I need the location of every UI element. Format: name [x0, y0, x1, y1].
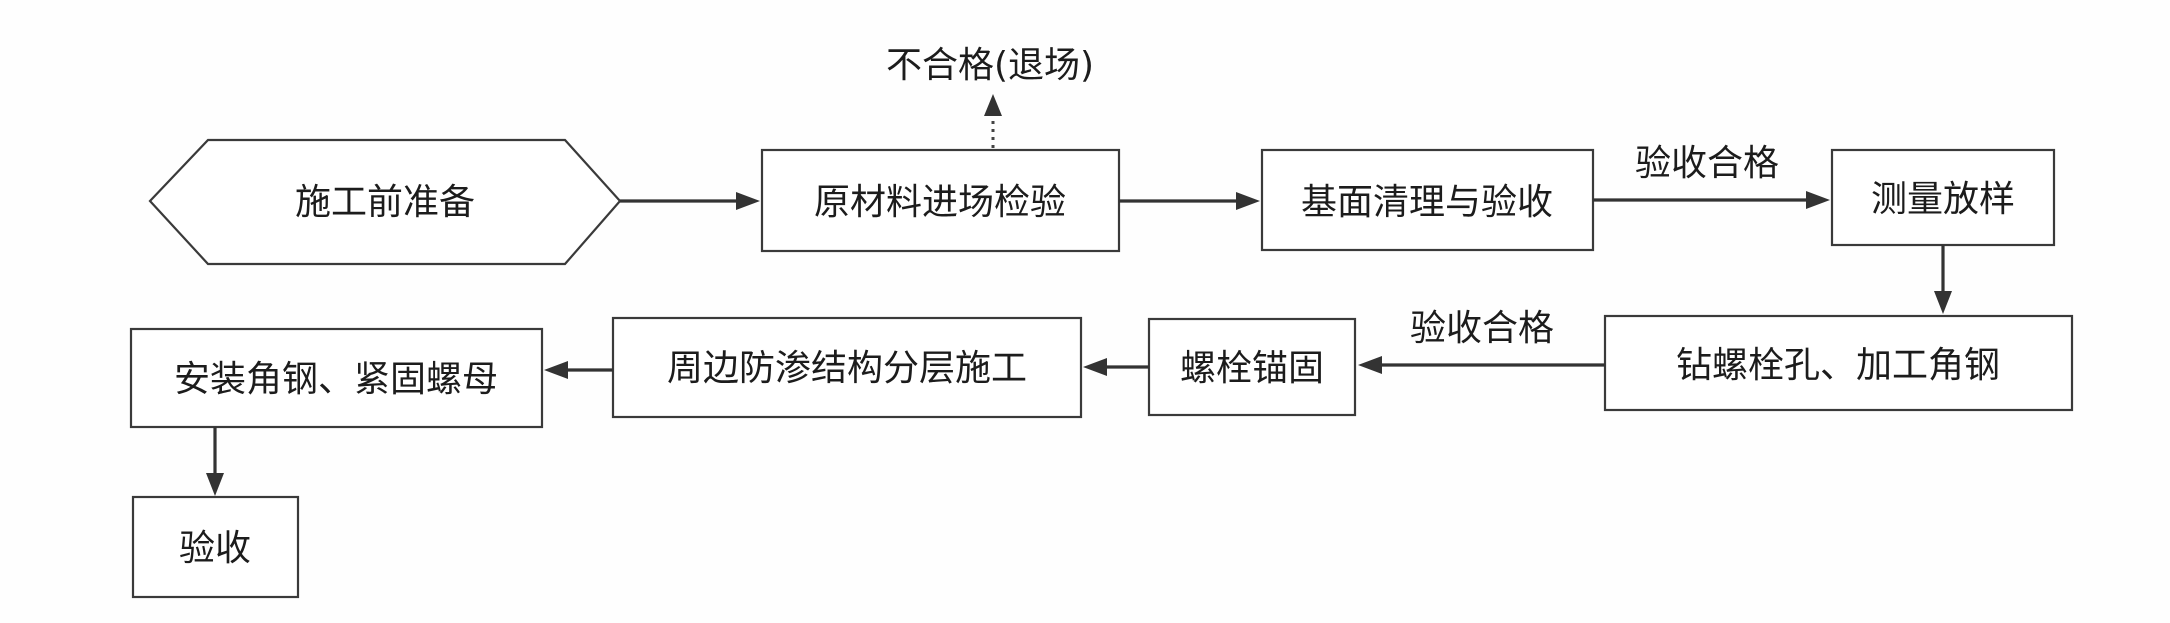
pass-label-1: 验收合格 [1635, 143, 1779, 184]
edge-anchor-layered [1083, 358, 1149, 376]
node-install-label: 安装角钢、紧固螺母 [174, 359, 498, 400]
edge-survey-drill [1934, 245, 1952, 314]
node-prep-label: 施工前准备 [295, 182, 475, 223]
arrow-right-icon [1236, 192, 1260, 210]
node-survey-label: 测量放样 [1871, 179, 2015, 220]
node-layered-label: 周边防渗结构分层施工 [667, 348, 1027, 389]
arrow-up-icon [984, 94, 1002, 116]
arrow-left-icon [544, 361, 568, 379]
edge-layered-install [544, 361, 613, 379]
node-accept-label: 验收 [179, 528, 251, 569]
node-layered-box [611, 316, 1083, 419]
node-drill-box [1603, 314, 2074, 412]
edge-material-surface [1119, 192, 1260, 210]
node-material-box [760, 148, 1121, 253]
node-install-box [129, 327, 544, 429]
node-anchor: 螺栓锚固 [1147, 317, 1357, 417]
arrow-down-icon [206, 473, 224, 496]
edge-install-accept [206, 427, 224, 496]
arrow-left-icon [1083, 358, 1107, 376]
node-material: 原材料进场检验 [760, 148, 1121, 253]
node-surface-label: 基面清理与验收 [1301, 182, 1553, 223]
reject-label: 不合格(退场) [886, 45, 1094, 86]
edge-prep-material [620, 192, 760, 210]
edge-material-reject: 不合格(退场) [886, 45, 1094, 148]
edge-drill-anchor: 验收合格 [1358, 308, 1605, 374]
edge-surface-survey: 验收合格 [1593, 143, 1830, 209]
node-drill-label: 钻螺栓孔、加工角钢 [1676, 345, 2000, 386]
arrow-left-icon [1358, 356, 1382, 374]
node-accept: 验收 [131, 495, 300, 599]
node-survey-box [1830, 148, 2056, 247]
node-drill: 钻螺栓孔、加工角钢 [1603, 314, 2074, 412]
node-surface-box [1260, 148, 1595, 252]
arrow-down-icon [1934, 291, 1952, 314]
arrow-right-icon [736, 192, 760, 210]
node-survey: 测量放样 [1830, 148, 2056, 247]
pass-label-2: 验收合格 [1410, 308, 1554, 349]
node-anchor-label: 螺栓锚固 [1180, 348, 1324, 389]
node-material-label: 原材料进场检验 [814, 182, 1066, 223]
node-install: 安装角钢、紧固螺母 [129, 327, 544, 429]
node-layered: 周边防渗结构分层施工 [611, 316, 1083, 419]
node-accept-box [131, 495, 300, 599]
node-prep: 施工前准备 [148, 138, 622, 266]
arrow-right-icon [1806, 191, 1830, 209]
node-surface: 基面清理与验收 [1260, 148, 1595, 252]
